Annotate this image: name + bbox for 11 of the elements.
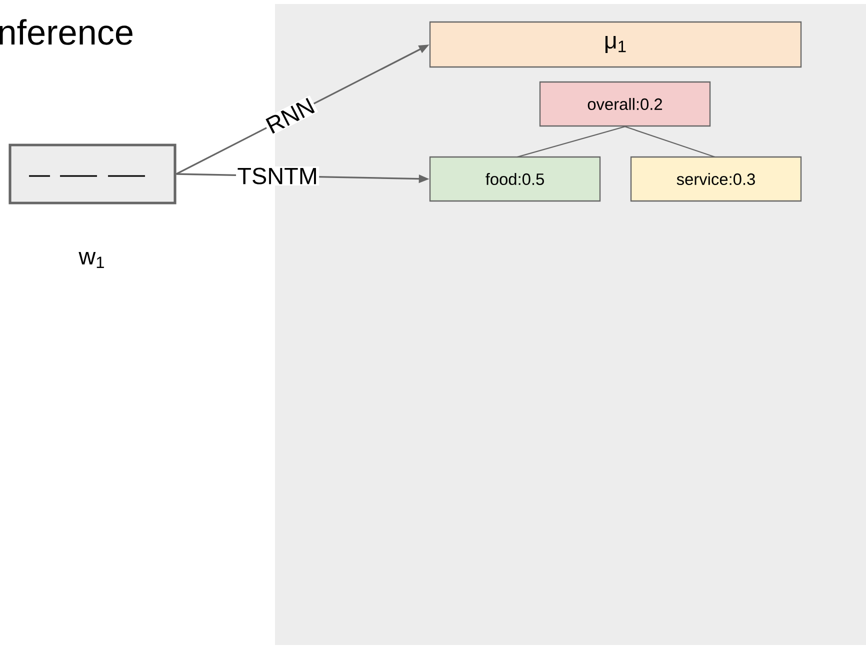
edge-label: RNN [266, 98, 315, 134]
topic-box: service:0.3 [630, 156, 802, 202]
connector-line [624, 126, 716, 158]
input-box [8, 144, 176, 204]
topic-box: overall:0.2 [539, 81, 711, 127]
node-caption: w$_{1}$ [78, 252, 104, 268]
topic-box: food:0.5 [429, 156, 601, 202]
mu-box: μ$_{1}$ [429, 21, 802, 68]
edge-label: TSNTM [238, 168, 316, 184]
title: nference [0, 19, 132, 45]
connector-line [516, 126, 626, 158]
